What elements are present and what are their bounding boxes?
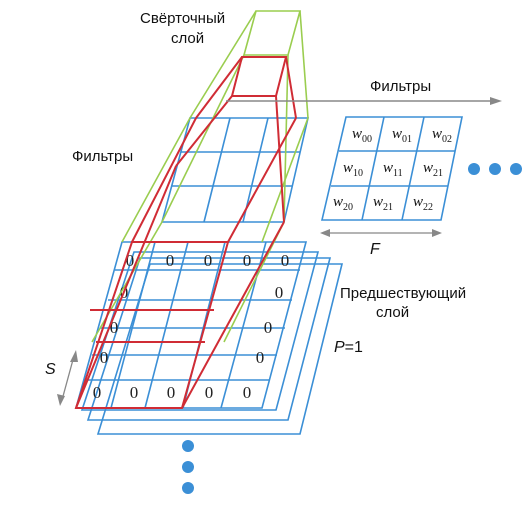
- pad-zero: 0: [243, 383, 252, 402]
- pad-zero: 0: [167, 383, 176, 402]
- ellipsis-right-icon: [468, 163, 522, 175]
- weight-w01: w01: [392, 126, 412, 145]
- pad-zero: 0: [130, 383, 139, 402]
- pad-zero: 0: [166, 251, 175, 270]
- prev-layer-grid: [74, 241, 308, 409]
- prev-layer-label-2: слой: [376, 304, 409, 321]
- filter-size-label: F: [370, 241, 381, 258]
- weight-w20: w20: [333, 194, 353, 213]
- padding-label: P=1: [334, 339, 363, 356]
- filter-size-arrow: [320, 229, 442, 237]
- weight-w22: w22: [413, 194, 433, 213]
- conv-layer-label-1: Свёрточный: [140, 10, 225, 27]
- pad-zero: 0: [243, 251, 252, 270]
- filters-label-left: Фильтры: [72, 148, 133, 165]
- receptive-field-red: [74, 56, 297, 409]
- pad-zero: 0: [110, 318, 119, 337]
- weight-w10: w10: [343, 160, 363, 179]
- prev-layer-label-1: Предшествующий: [340, 285, 466, 302]
- filters-arrow: [226, 97, 502, 105]
- weight-w21a: w21: [423, 160, 443, 179]
- pad-zero: 0: [205, 383, 214, 402]
- stride-label: S: [45, 361, 56, 378]
- pad-zero: 0: [264, 318, 273, 337]
- pad-zero: 0: [93, 383, 102, 402]
- conv-layer-label-2: слой: [171, 30, 204, 47]
- weights-grid: w00 w01 w02 w10 w11 w21 w20 w21 w22: [320, 116, 463, 221]
- weight-w02: w02: [432, 126, 452, 145]
- pad-zero: 0: [126, 251, 135, 270]
- ellipsis-down-icon: [182, 440, 194, 494]
- stride-arrow: [57, 350, 78, 406]
- pad-zero: 0: [100, 348, 109, 367]
- pad-zero: 0: [204, 251, 213, 270]
- weight-w11: w11: [383, 160, 403, 179]
- pad-zero: 0: [281, 251, 290, 270]
- pad-zero: 0: [275, 283, 284, 302]
- weight-w00: w00: [352, 126, 372, 145]
- filters-label-top: Фильтры: [370, 78, 431, 95]
- pad-zero: 0: [256, 348, 265, 367]
- weight-w21b: w21: [373, 194, 393, 213]
